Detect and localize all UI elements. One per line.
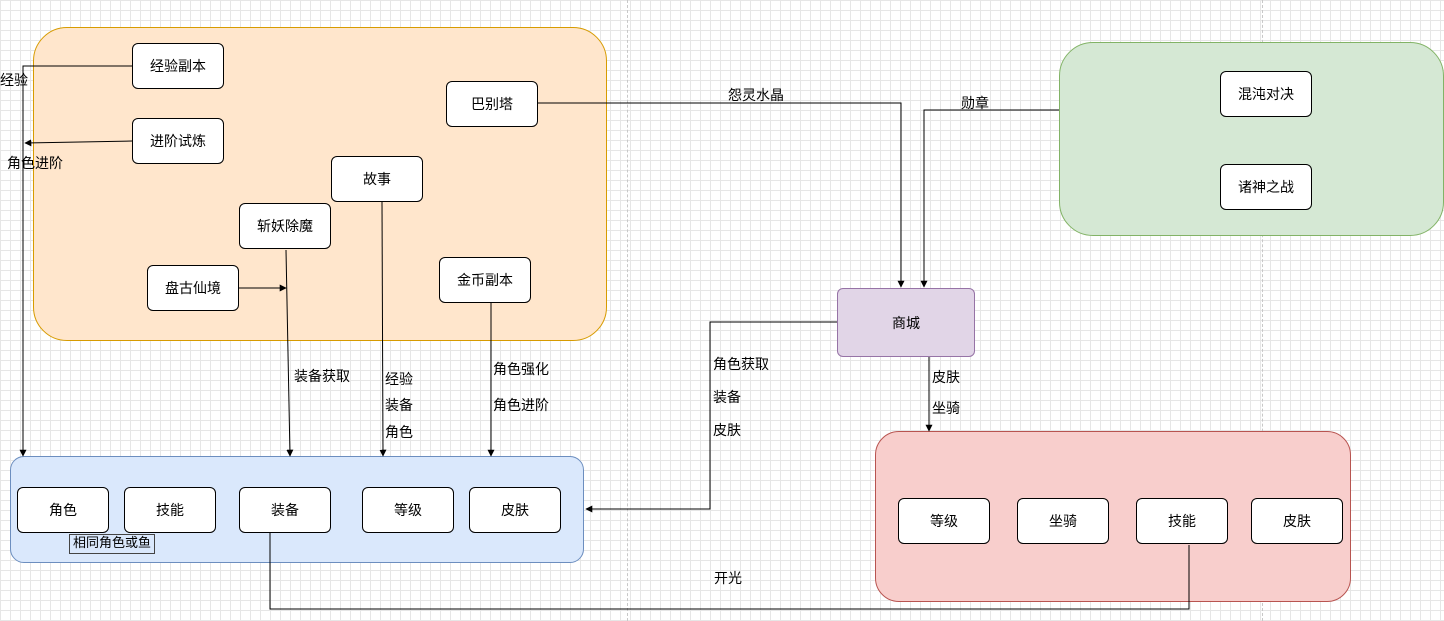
role-skin-node[interactable]: 皮肤: [469, 487, 561, 533]
story-node[interactable]: 故事: [331, 156, 423, 202]
pet-skill-node[interactable]: 技能: [1136, 498, 1228, 544]
edge-demon-slayer-to-equip: [285, 249, 294, 457]
shop-node[interactable]: 商城: [837, 288, 975, 357]
edge-label-story-exp: 经验: [385, 372, 413, 388]
edge-story-to-level: [379, 201, 387, 457]
edge-label-shop-equip: 装备: [713, 390, 741, 406]
same-role-tag: 相同角色或鱼: [69, 534, 156, 554]
advance-trial-node[interactable]: 进阶试炼: [132, 118, 224, 164]
edge-shop-to-role-group: [585, 321, 837, 513]
edge-light-connection: [269, 533, 1190, 610]
chaos-duel-node[interactable]: 混沌对决: [1220, 71, 1312, 117]
edge-label-resent-crystal: 怨灵水晶: [728, 88, 784, 104]
demon-slayer-node[interactable]: 斩妖除魔: [239, 203, 331, 249]
edge-label-role-enhance: 角色强化: [493, 362, 549, 378]
edge-label-pet-skin: 皮肤: [932, 370, 960, 386]
role-level-node[interactable]: 等级: [362, 487, 454, 533]
edge-label-story-equip: 装备: [385, 398, 413, 414]
gold-dungeon-node[interactable]: 金币副本: [439, 257, 531, 303]
edge-advance-trial-to-left: [24, 139, 133, 147]
pet-skin-node[interactable]: 皮肤: [1251, 498, 1343, 544]
role-character-node[interactable]: 角色: [17, 487, 109, 533]
page-guide-right: [1262, 0, 1263, 621]
pet-mount-node[interactable]: 坐骑: [1017, 498, 1109, 544]
pet-level-node[interactable]: 等级: [898, 498, 990, 544]
edge-label-medal: 勋章: [961, 96, 989, 112]
edge-label-light: 开光: [714, 571, 742, 587]
edge-exp-dungeon-to-role: [19, 65, 132, 457]
edge-label-shop-skin: 皮肤: [713, 423, 741, 439]
edge-pvp-to-shop: [920, 109, 1059, 288]
edge-label-role-acquire: 角色获取: [713, 357, 769, 373]
edge-label-exp: 经验: [0, 73, 28, 89]
role-equipment-node[interactable]: 装备: [239, 487, 331, 533]
edge-label-role-advance: 角色进阶: [7, 156, 63, 172]
role-skill-node[interactable]: 技能: [124, 487, 216, 533]
babel-tower-node[interactable]: 巴别塔: [446, 81, 538, 127]
edge-label-gold-role-advance: 角色进阶: [493, 398, 549, 414]
edge-babel-to-shop: [538, 102, 905, 288]
edge-label-story-role: 角色: [385, 425, 413, 441]
exp-dungeon-node[interactable]: 经验副本: [132, 43, 224, 89]
gods-war-node[interactable]: 诸神之战: [1220, 164, 1312, 210]
edge-label-pet-mount: 坐骑: [932, 401, 960, 417]
pangu-node[interactable]: 盘古仙境: [147, 265, 239, 311]
edge-label-equip-get: 装备获取: [294, 369, 350, 385]
page-guide-left: [627, 0, 628, 621]
